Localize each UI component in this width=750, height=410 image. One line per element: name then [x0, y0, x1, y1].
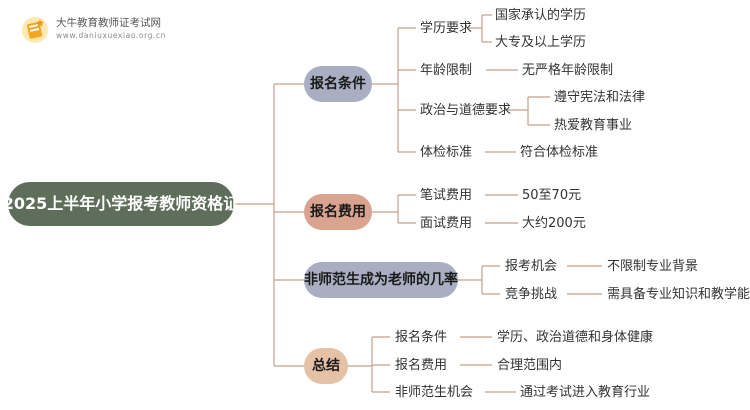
- root-node: 2025上半年小学报考教师资格证: [3, 182, 239, 226]
- sub-node: 笔试费用: [420, 188, 473, 203]
- site-name: 大牛教育教师证考试网: [56, 17, 161, 30]
- leaf-node: 热爱教育事业: [554, 118, 633, 133]
- leaf-node: 大专及以上学历: [495, 35, 587, 50]
- branch-node: 非师范生成为老师的几率: [304, 262, 458, 298]
- sub-node: 报名条件: [395, 330, 448, 345]
- sub-node: 竞争挑战: [505, 287, 558, 302]
- sub-node: 报考机会: [505, 259, 558, 274]
- leaf-node: 50至70元: [522, 188, 582, 203]
- site-url: www.daniuxuexiao.org.cn: [56, 30, 167, 40]
- leaf-node: 遵守宪法和法律: [554, 90, 646, 105]
- sub-node: 报名费用: [395, 358, 448, 373]
- leaf-node: 需具备专业知识和教学能力: [607, 287, 750, 302]
- sub-node: 政治与道德要求: [420, 103, 512, 118]
- sub-node: 面试费用: [420, 216, 473, 231]
- leaf-node: 无严格年龄限制: [522, 63, 614, 78]
- leaf-node: 通过考试进入教育行业: [520, 385, 651, 400]
- branch-node: 报名条件: [304, 66, 372, 102]
- leaf-node: 符合体检标准: [520, 145, 599, 160]
- branch-node: 总结: [304, 348, 348, 384]
- sub-node: 非师范生机会: [395, 385, 474, 400]
- site-watermark: 大牛教育教师证考试网 www.daniuxuexiao.org.cn: [20, 14, 166, 44]
- leaf-node: 不限制专业背景: [607, 259, 699, 274]
- leaf-node: 大约200元: [522, 216, 586, 231]
- book-logo-icon: [22, 17, 48, 43]
- leaf-node: 国家承认的学历: [495, 8, 587, 23]
- sub-node: 体检标准: [420, 145, 473, 160]
- sub-node: 学历要求: [420, 21, 473, 36]
- leaf-node: 合理范围内: [497, 358, 563, 373]
- sub-node: 年龄限制: [420, 63, 473, 78]
- branch-node: 报名费用: [304, 194, 372, 230]
- leaf-node: 学历、政治道德和身体健康: [497, 330, 654, 345]
